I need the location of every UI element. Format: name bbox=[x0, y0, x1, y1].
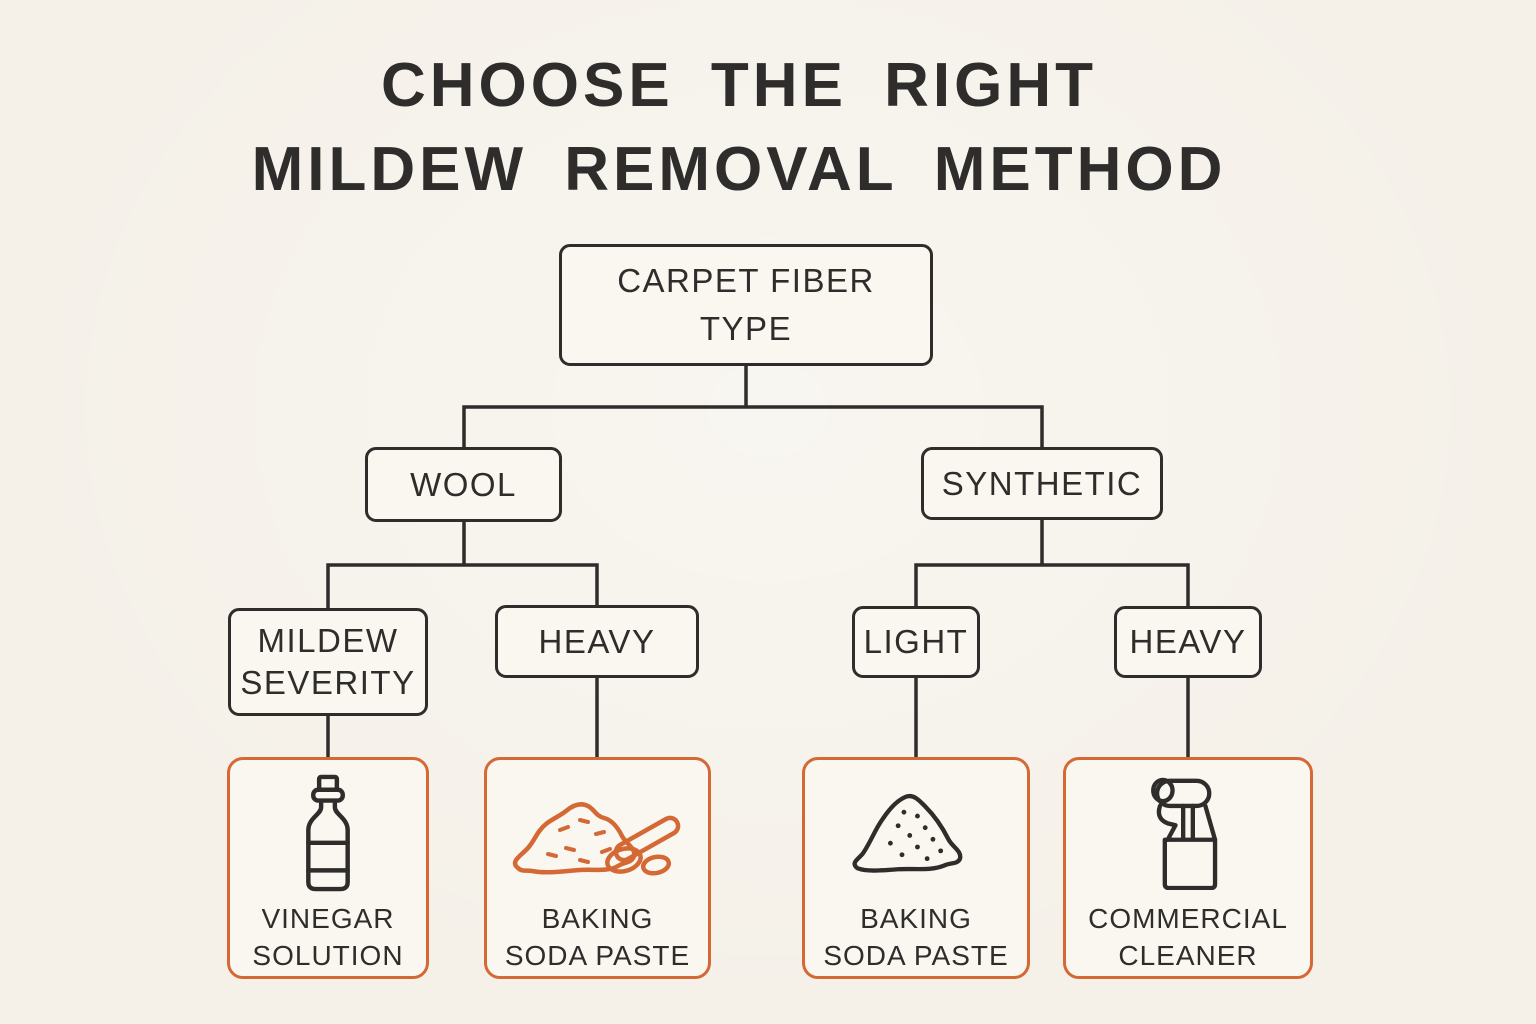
leaf-label: COMMERCIAL CLEANER bbox=[1088, 903, 1288, 971]
node-label: MILDEW SEVERITY bbox=[240, 622, 416, 701]
node-wool: WOOL bbox=[365, 447, 562, 522]
leaf-label: VINEGAR SOLUTION bbox=[252, 903, 404, 971]
vinegar-bottle-icon bbox=[297, 773, 359, 893]
leaf-baking-soda-paste-wool: BAKING SODA PASTE bbox=[484, 757, 711, 979]
node-label: LIGHT bbox=[863, 623, 969, 660]
baking-soda-spoon-icon bbox=[508, 773, 688, 893]
node-mildew-severity: MILDEW SEVERITY bbox=[228, 608, 428, 716]
baking-soda-pile-icon bbox=[844, 773, 989, 893]
page-title: CHOOSE THE RIGHT MILDEW REMOVAL METHOD bbox=[0, 44, 1478, 212]
leaf-commercial-cleaner: COMMERCIAL CLEANER bbox=[1063, 757, 1313, 979]
node-label: SYNTHETIC bbox=[941, 464, 1143, 502]
leaf-baking-soda-paste-synthetic: BAKING SODA PASTE bbox=[802, 757, 1030, 979]
spray-bottle-icon bbox=[1143, 773, 1233, 893]
title-line-1: CHOOSE THE RIGHT bbox=[380, 51, 1098, 120]
node-carpet-fiber-type: CARPET FIBER TYPE bbox=[559, 244, 933, 366]
node-heavy-synthetic: HEAVY bbox=[1114, 606, 1262, 678]
title-line-2: MILDEW REMOVAL METHOD bbox=[251, 135, 1227, 204]
node-synthetic: SYNTHETIC bbox=[921, 447, 1163, 520]
node-label: HEAVY bbox=[538, 622, 656, 660]
leaf-vinegar-solution: VINEGAR SOLUTION bbox=[227, 757, 429, 979]
node-label: CARPET FIBER TYPE bbox=[617, 262, 875, 347]
node-heavy-wool: HEAVY bbox=[495, 605, 699, 678]
node-light: LIGHT bbox=[852, 606, 980, 678]
leaf-label: BAKING SODA PASTE bbox=[504, 903, 691, 971]
leaf-label: BAKING SODA PASTE bbox=[823, 903, 1009, 971]
node-label: HEAVY bbox=[1129, 623, 1247, 660]
node-label: WOOL bbox=[410, 465, 517, 503]
